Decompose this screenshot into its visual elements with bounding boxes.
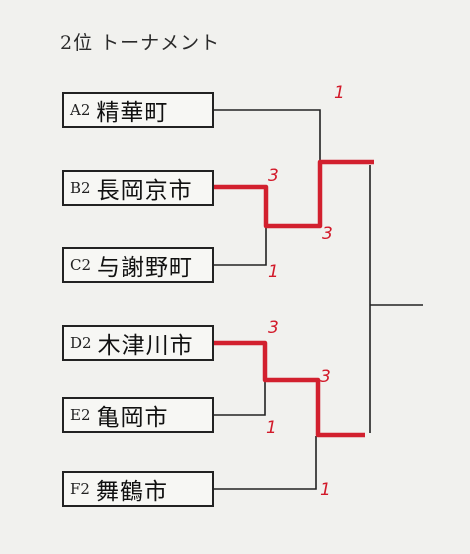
- team-box-c2: C2 与謝野町: [62, 247, 214, 283]
- team-name: 精華町: [96, 100, 169, 126]
- team-name: 長岡京市: [96, 178, 193, 204]
- score-de-winner: 3: [320, 367, 331, 387]
- team-name: 亀岡市: [96, 405, 169, 431]
- team-name: 舞鶴市: [95, 479, 168, 505]
- bracket-red-lines: [214, 159, 374, 438]
- bracket-line-a2: [214, 109, 321, 160]
- score-b2: 3: [268, 166, 279, 186]
- score-d2: 3: [268, 318, 279, 338]
- score-e2: 1: [266, 418, 277, 438]
- bracket-line-final: [369, 165, 423, 433]
- team-seed: D2: [70, 334, 92, 352]
- team-name: 与謝野町: [97, 255, 194, 281]
- bracket-line-f2: [214, 436, 317, 490]
- team-box-d2: D2 木津川市: [62, 325, 214, 361]
- tournament-title: 2位 トーナメント: [60, 32, 221, 54]
- winner-path-d2: [214, 340, 365, 438]
- team-box-b2: B2 長岡京市: [62, 170, 214, 206]
- team-box-a2: A2 精華町: [62, 92, 214, 128]
- team-seed: E2: [70, 406, 91, 424]
- score-f2: 1: [320, 480, 331, 500]
- team-seed: B2: [70, 179, 91, 197]
- team-box-f2: F2 舞鶴市: [62, 471, 214, 507]
- team-box-e2: E2 亀岡市: [62, 397, 214, 433]
- team-seed: F2: [70, 480, 90, 498]
- score-c2: 1: [268, 262, 279, 282]
- bracket-line-c2: [214, 225, 267, 266]
- team-seed: A2: [70, 101, 91, 119]
- bracket-black-lines: [214, 109, 423, 490]
- winner-path-b2: [214, 159, 374, 229]
- score-bc-winner: 3: [322, 224, 333, 244]
- bracket-line-e2: [214, 380, 266, 416]
- score-a2: 1: [334, 83, 345, 103]
- team-seed: C2: [70, 256, 92, 274]
- team-name: 木津川市: [97, 333, 194, 359]
